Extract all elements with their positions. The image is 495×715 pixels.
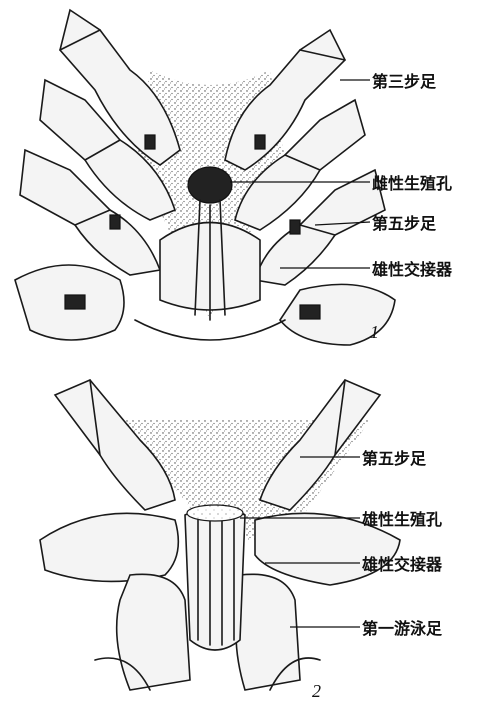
label-leg5-panel2: 第五步足 — [362, 445, 426, 469]
label-genital-pore-panel1: 雌性生殖孔 — [372, 170, 452, 194]
panel-number-2: 2 — [312, 681, 321, 702]
label-leg3-panel1: 第三步足 — [372, 68, 436, 92]
label-copulatory-panel1: 雄性交接器 — [372, 256, 452, 280]
male-organ-2 — [185, 505, 245, 650]
panel-2-drawing — [40, 380, 400, 690]
label-leg5-panel1: 第五步足 — [372, 210, 436, 234]
label-genital-pore-panel2: 雄性生殖孔 — [362, 506, 442, 530]
panel-number-1: 1 — [370, 322, 379, 343]
left-legs-1 — [15, 10, 180, 340]
label-copulatory-panel2: 雄性交接器 — [362, 551, 442, 575]
label-pleopod1-panel2: 第一游泳足 — [362, 615, 442, 639]
panel-1-drawing — [15, 10, 395, 345]
